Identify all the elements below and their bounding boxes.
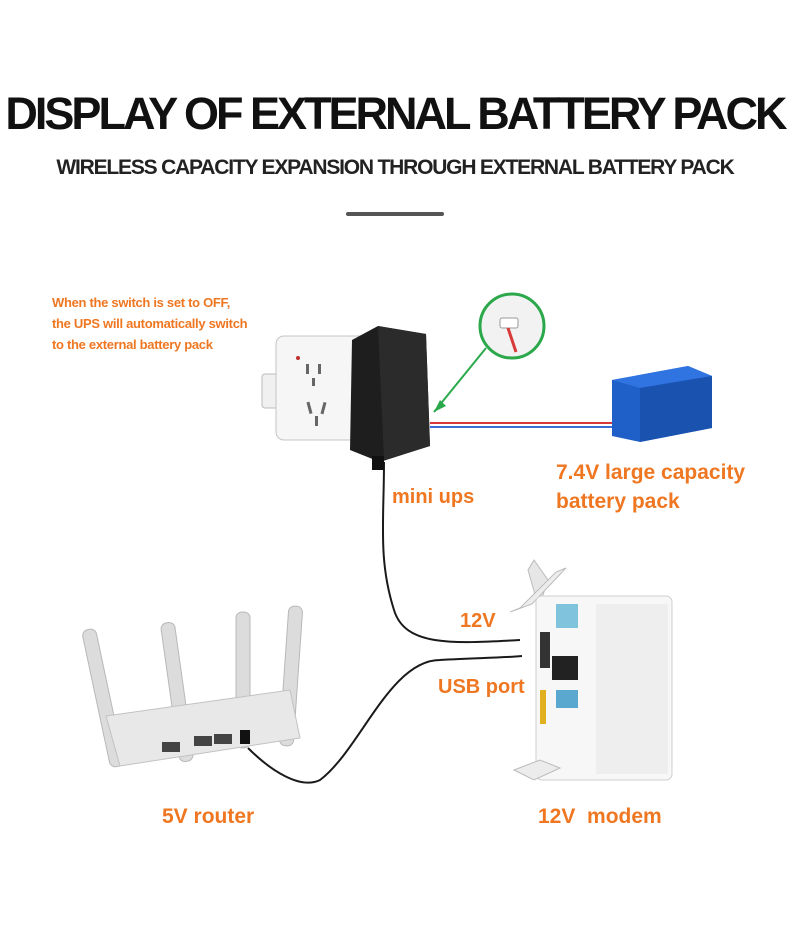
- router: [82, 605, 303, 768]
- modem: [509, 559, 673, 781]
- wall-socket: [261, 335, 369, 441]
- router-to-modem-cable: [247, 655, 523, 784]
- router-5v-label: 5V router: [162, 805, 255, 828]
- modem-12v-label: 12V modem: [538, 805, 662, 828]
- mini-ups-label: mini ups: [392, 486, 475, 508]
- page-title: DISPLAY OF EXTERNAL BATTERY PACK: [5, 88, 787, 139]
- title-divider: [346, 212, 444, 216]
- switch-note: When the switch is set to OFF, the UPS w…: [52, 295, 248, 352]
- mini-ups: [350, 326, 430, 470]
- battery-pack-label: 7.4V large capacity battery pack: [556, 461, 746, 513]
- page-subtitle: WIRELESS CAPACITY EXPANSION THROUGH EXTE…: [56, 156, 734, 179]
- battery-pack: [612, 366, 712, 442]
- usb-port-label: USB port: [438, 676, 525, 698]
- ups-to-modem-cable: [381, 461, 521, 644]
- port-12v-label: 12V: [460, 610, 496, 632]
- connector-callout: [433, 292, 546, 413]
